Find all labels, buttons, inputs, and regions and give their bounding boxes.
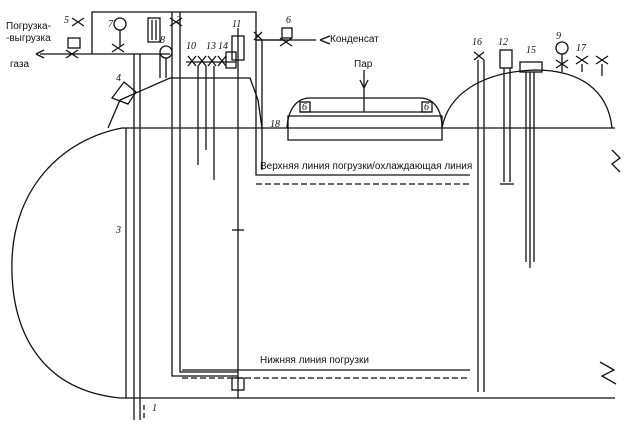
valve-far-right [595, 55, 609, 65]
lower-line-label: Нижняя линия погрузки [260, 355, 369, 366]
number-9: 9 [556, 31, 561, 42]
manhole-4 [110, 81, 137, 105]
instrument-15 [519, 61, 543, 73]
instrument-2-box [147, 17, 161, 43]
dome-left-outline [107, 77, 263, 129]
number-11: 11 [232, 19, 242, 30]
number-4: 4 [116, 73, 121, 84]
number-13: 13 [206, 41, 216, 52]
number-5: 5 [64, 15, 69, 26]
tank-left-dome [11, 127, 123, 399]
upper-line-label: Верхняя линия погрузки/охлаждающая линия [260, 161, 473, 172]
dome-right-outline [441, 69, 613, 129]
pipe-12 [503, 68, 511, 182]
instrument-12 [499, 49, 513, 69]
valve-upper-left [253, 31, 263, 41]
number-16: 16 [472, 37, 482, 48]
number-17: 17 [576, 43, 586, 54]
gas-pipe-arrows [35, 49, 45, 59]
gas-loading-label-1: Погрузка- [6, 21, 51, 32]
valve-16 [473, 51, 485, 61]
valve-6a-box [299, 101, 311, 113]
pipe-2-vertical-b [179, 12, 238, 373]
valve-2-top [169, 17, 183, 27]
gauge-9 [555, 41, 569, 55]
dip-pipe-1 [133, 54, 141, 420]
valve-17 [575, 55, 589, 65]
condensate-label: Конденсат [330, 34, 379, 45]
valve-7 [111, 43, 125, 53]
valve-6 [279, 37, 293, 47]
condensate-down [255, 40, 470, 176]
number-1: 1 [152, 403, 157, 414]
pipe-16 [477, 60, 485, 392]
number-18: 18 [270, 119, 280, 130]
number-8: 8 [160, 35, 165, 46]
gas-loading-label-3: газа [10, 59, 30, 70]
valve-6b-box [421, 101, 433, 113]
number-7: 7 [108, 19, 113, 30]
pipe-2-vertical-a [171, 12, 238, 377]
number-3: 3 [116, 225, 121, 236]
number-6b: 6 [424, 102, 429, 113]
steam-label: Пар [354, 59, 373, 70]
number-15: 15 [526, 45, 536, 56]
number-14: 14 [218, 41, 228, 52]
gauge-8 [159, 45, 173, 59]
gauge-7 [113, 17, 127, 31]
actuator-6 [281, 27, 293, 39]
pipe-15 [525, 72, 535, 268]
number-6a: 6 [302, 102, 307, 113]
number-6: 6 [286, 15, 291, 26]
pipe-2-outer [176, 11, 284, 41]
valve-5 [71, 17, 85, 27]
gas-pipe-horizontal [40, 11, 176, 55]
actuator-5 [67, 37, 81, 49]
dome-center-outline [286, 97, 443, 129]
gas-loading-label-2: -выгрузка [6, 33, 51, 44]
steam-header [287, 115, 443, 141]
tank-right-break-top [611, 149, 621, 173]
number-10: 10 [186, 41, 196, 52]
tank-right-break-bottom [599, 361, 617, 385]
number-2: 2 [176, 15, 181, 26]
number-12: 12 [498, 37, 508, 48]
valve-main [65, 49, 79, 59]
